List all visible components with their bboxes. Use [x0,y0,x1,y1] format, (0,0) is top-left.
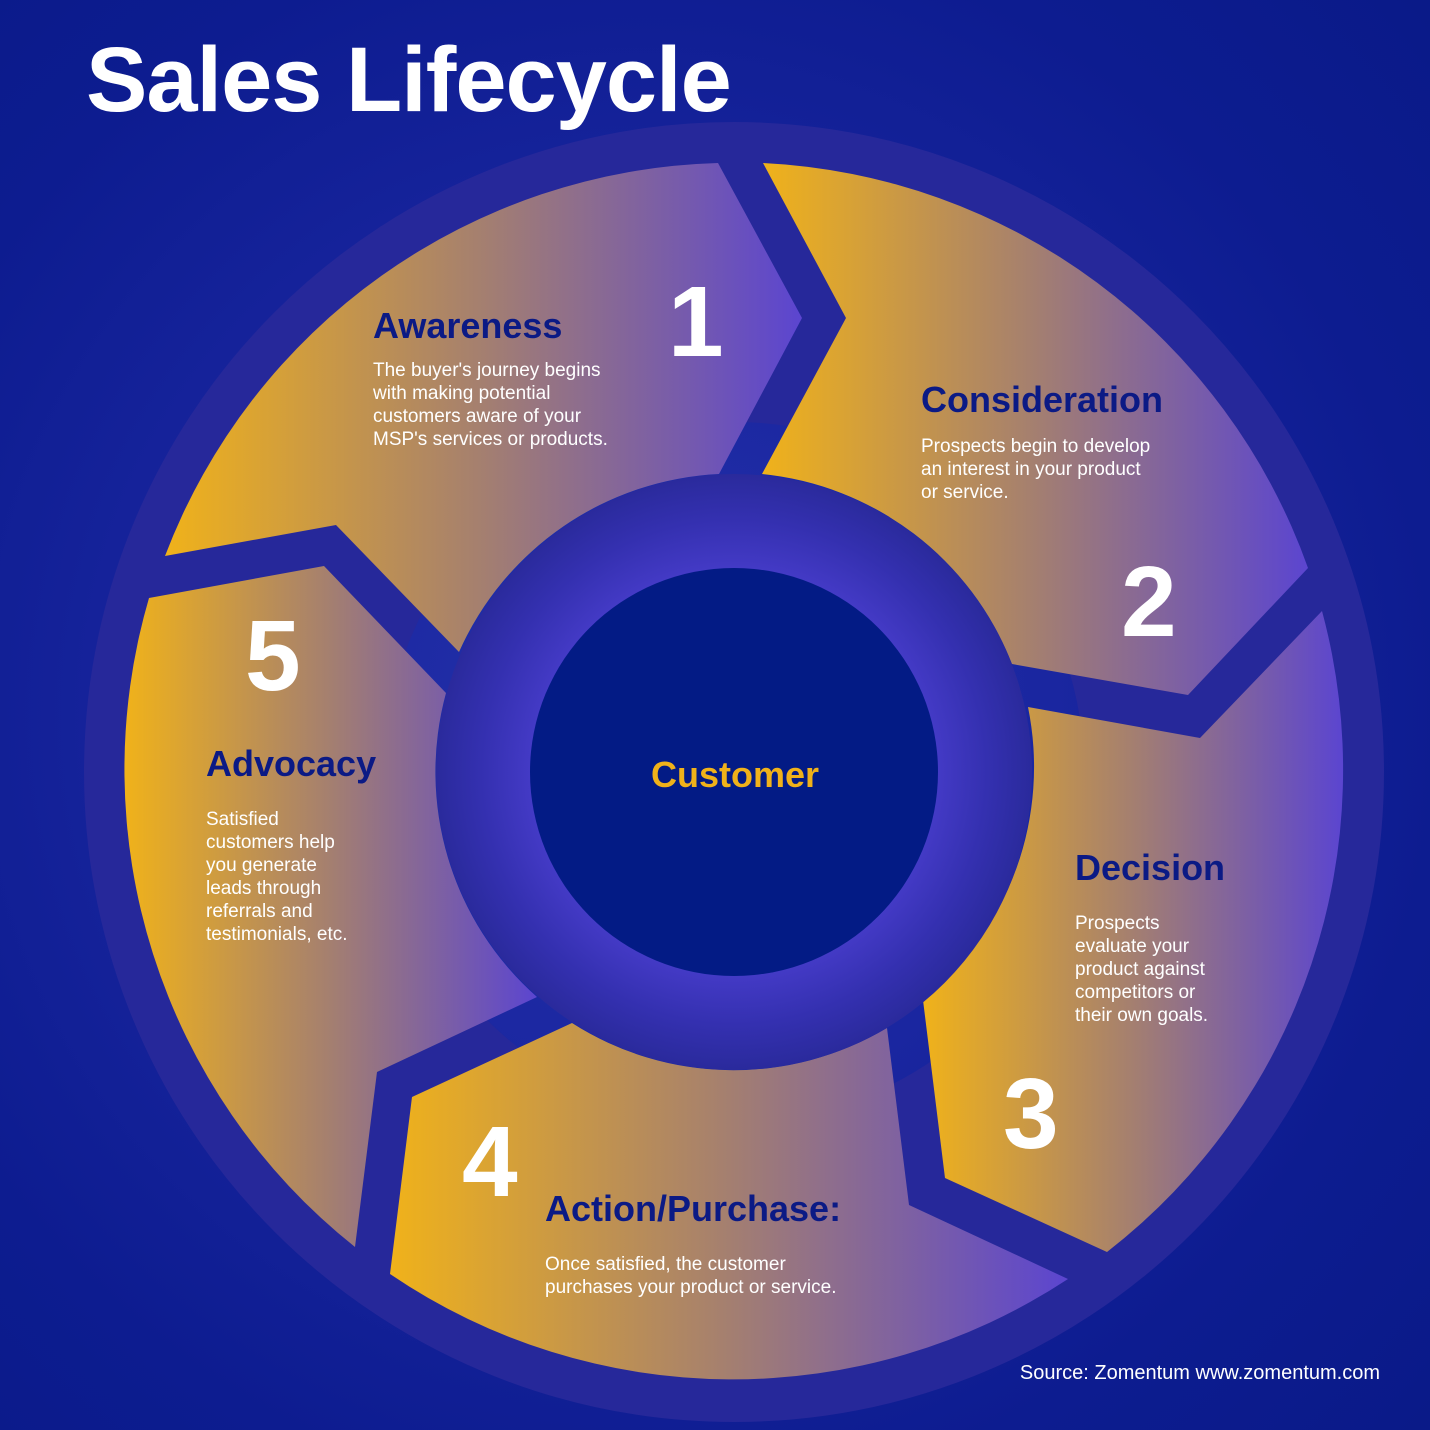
segment-advocacy [124,566,537,1247]
stage-3-description: Prospects evaluate your product against … [1075,913,1209,1026]
stage-5-number: 5 [245,600,301,712]
stage-4-heading: Action/Purchase: [545,1188,842,1229]
segment-action-purchase [390,1023,1068,1380]
stage-1-number: 1 [668,266,724,378]
segment-consideration [762,163,1308,695]
stage-1-heading: Awareness [373,305,563,346]
stage-2-number: 2 [1121,546,1177,658]
stage-3-number: 3 [1003,1058,1059,1170]
center-circle [530,568,938,976]
stage-2-heading: Consideration [921,379,1164,420]
stage-3-heading: Decision [1075,847,1226,888]
segment-decision [923,611,1344,1252]
stage-5-heading: Advocacy [206,743,377,784]
stage-4-number: 4 [462,1106,518,1218]
segment-awareness [165,163,802,652]
stage-1-description: The buyer's journey begins with making p… [373,360,608,450]
stage-4-description: Once satisfied, the customer purchases y… [545,1254,837,1298]
source-credit: Source: Zomentum www.zomentum.com [1019,1362,1380,1384]
center-label: Customer [650,754,820,795]
stage-5-description: Satisfied customers help you generate le… [206,809,348,945]
page-title: Sales Lifecycle [86,29,732,131]
stage-2-description: Prospects begin to develop an interest i… [921,436,1151,503]
